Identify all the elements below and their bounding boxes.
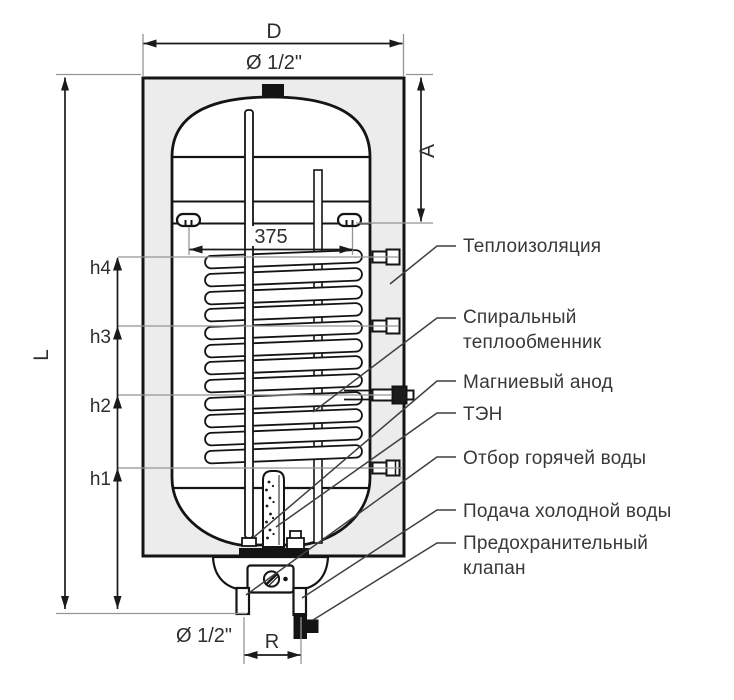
riser-pipe: [313, 169, 323, 544]
label-spiral-line1: Спиральный: [463, 307, 577, 328]
wall-hook-left: [175, 212, 202, 228]
label-valve-line1: Предохранительный: [463, 533, 648, 554]
sensor-pocket: [286, 530, 305, 552]
safety-valve-fitting: [293, 613, 319, 639]
h-arrowheads: [113, 257, 122, 482]
label-heater: ТЭН: [463, 404, 503, 425]
dim-D-label: D: [266, 20, 281, 43]
dim-h3-label: h3: [90, 327, 111, 348]
dimension-lines: [61, 39, 425, 659]
dim-L-label: L: [30, 349, 53, 361]
leader-anode: [253, 380, 456, 538]
dim-h2-label: h2: [90, 396, 111, 417]
valve-pipe: [292, 586, 308, 617]
cover-dot: [283, 576, 288, 582]
leader-cold: [301, 509, 456, 599]
dim-R-label: R: [265, 631, 279, 653]
label-hot-water: Отбор горячей воды: [463, 448, 646, 469]
dim-A-label: A: [416, 144, 439, 158]
mounting-bracket: [173, 200, 369, 228]
dim-375-label: 375: [254, 226, 287, 248]
element-speckle: [265, 480, 275, 540]
label-anode: Магниевый анод: [463, 372, 613, 393]
label-cold-water: Подача холодной воды: [463, 501, 671, 522]
wall-hook-right: [336, 212, 363, 228]
dim-top-port-label: Ø 1/2": [246, 52, 302, 74]
leader-valve: [312, 542, 456, 621]
leader-heater: [275, 412, 456, 528]
leader-spiral: [312, 317, 456, 413]
dim-bottom-port-label: Ø 1/2": [176, 625, 232, 647]
reference-lines: [56, 34, 433, 664]
cold-pipe: [235, 586, 251, 616]
dim-375-backplate: [250, 226, 292, 246]
label-spiral-line2: теплообменник: [463, 332, 602, 353]
cover-screw: [262, 570, 281, 588]
leader-insulation: [389, 245, 456, 285]
leader-hot: [245, 456, 456, 596]
leader-lines: [245, 245, 456, 621]
anode-rod: [241, 109, 257, 547]
dim-h1-label: h1: [90, 469, 111, 490]
label-valve-line2: клапан: [463, 558, 526, 579]
dim-h4-label: h4: [90, 258, 112, 279]
top-port-cap: [262, 84, 284, 97]
flange-plate: [239, 548, 309, 556]
label-insulation: Теплоизоляция: [463, 236, 601, 257]
heating-element: [262, 470, 305, 552]
